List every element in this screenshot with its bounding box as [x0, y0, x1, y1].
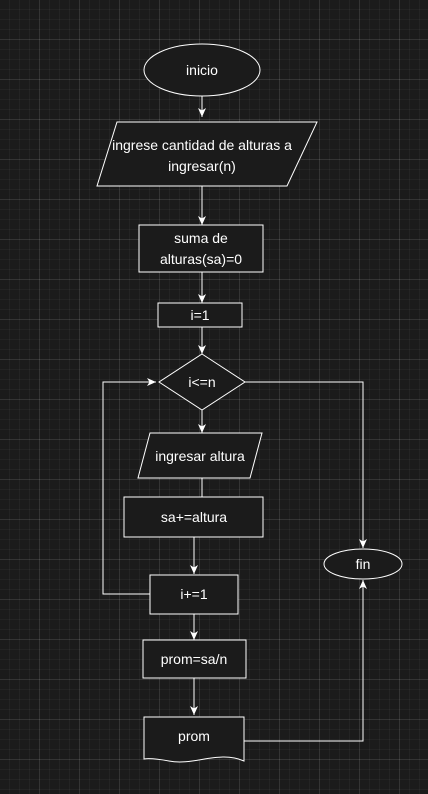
end-terminal: fin	[323, 548, 403, 580]
output-document-node: prom	[143, 716, 245, 763]
acumular-label: sa+=altura	[161, 509, 227, 525]
start-label: inicio	[186, 62, 218, 78]
input-altura-node: ingresar altura	[137, 432, 263, 479]
acumular-process-node: sa+=altura	[123, 496, 264, 538]
edges	[102, 96, 367, 742]
end-label: fin	[356, 556, 371, 572]
start-terminal: inicio	[143, 43, 261, 97]
edge-condition-false-to-fin	[245, 381, 367, 548]
edge-loop-back	[102, 378, 156, 595]
edge-salida-to-fin	[244, 580, 367, 742]
promedio-label: prom=sa/n	[161, 651, 228, 667]
suma-process-node: suma de alturas(sa)=0	[138, 224, 264, 273]
incremento-label: i+=1	[180, 586, 207, 602]
promedio-process-node: prom=sa/n	[142, 639, 247, 679]
output-label: prom	[178, 728, 210, 744]
init-i-node: i=1	[157, 302, 243, 328]
condition-label: i<=n	[188, 374, 215, 390]
input-cantidad-label-1: ingrese cantidad de alturas a	[112, 137, 292, 153]
input-cantidad-label-2: ingresar(n)	[168, 158, 236, 174]
input-cantidad-node: ingrese cantidad de alturas a ingresar(n…	[96, 121, 318, 187]
suma-label-2: alturas(sa)=0	[160, 251, 242, 267]
incremento-process-node: i+=1	[149, 574, 239, 615]
condition-decision-node: i<=n	[158, 353, 246, 411]
input-altura-label: ingresar altura	[155, 448, 245, 464]
init-i-label: i=1	[190, 307, 209, 323]
suma-label-1: suma de	[174, 230, 228, 246]
